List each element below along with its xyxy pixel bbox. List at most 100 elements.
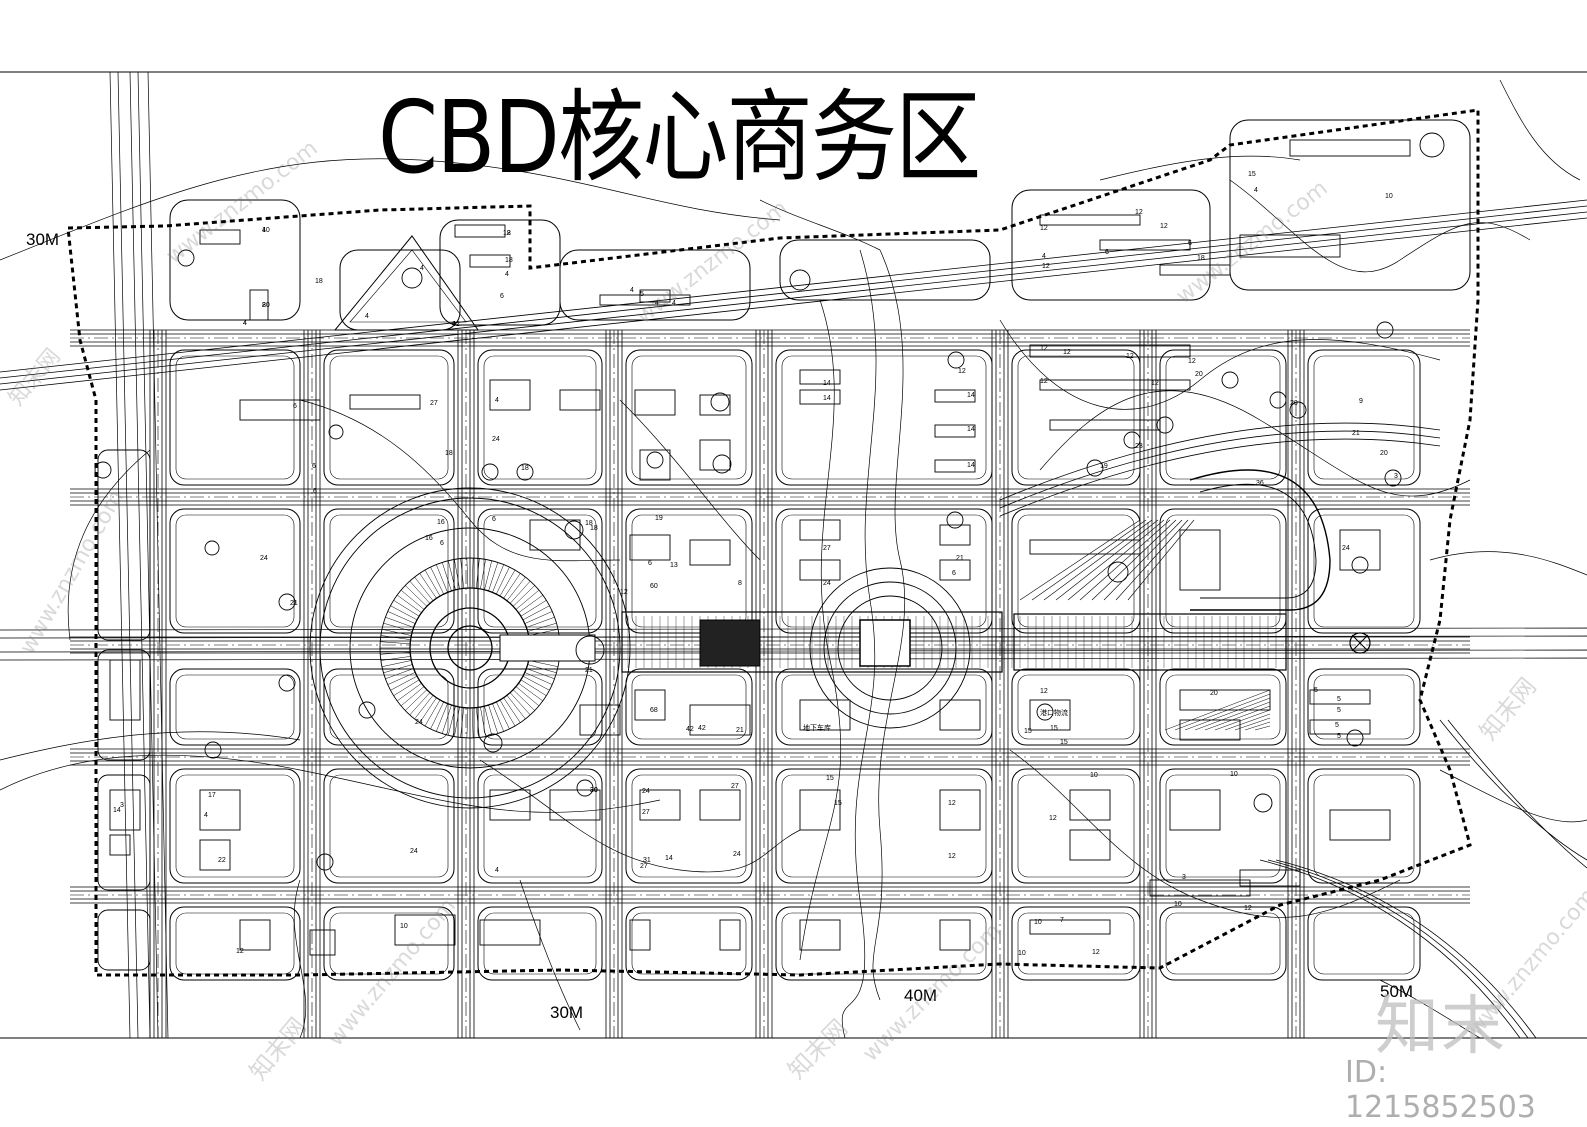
diagonal-hatch bbox=[1067, 519, 1165, 601]
plaza-hatch bbox=[383, 622, 413, 632]
tower-circle bbox=[481, 463, 499, 481]
contour-line bbox=[0, 754, 661, 813]
building-footprint bbox=[469, 254, 511, 268]
tower-circle bbox=[278, 674, 296, 692]
plot-number: 10 bbox=[1034, 919, 1042, 926]
plot-number: 24 bbox=[260, 555, 268, 562]
plot-number: 14 bbox=[113, 807, 121, 814]
plaza-hatch bbox=[393, 600, 420, 617]
block-setback bbox=[329, 514, 449, 628]
city-block bbox=[169, 349, 301, 486]
tower-circle bbox=[1289, 401, 1307, 419]
plaza-hatch bbox=[383, 664, 413, 674]
plot-number: 5 bbox=[1335, 722, 1339, 729]
block-setback bbox=[781, 674, 987, 740]
plot-number: 6 bbox=[952, 570, 956, 577]
building-footprint bbox=[799, 389, 841, 405]
plot-number: 24 bbox=[1342, 545, 1350, 552]
plaza-hatch bbox=[414, 576, 434, 601]
plaza-hatch bbox=[460, 558, 464, 589]
plot-number: 18 bbox=[503, 230, 511, 237]
city-block-north bbox=[169, 199, 301, 321]
axis-dark-block bbox=[699, 619, 761, 667]
arterial-road-edge bbox=[129, 71, 151, 1039]
diagonal-hatch bbox=[1043, 519, 1153, 601]
block-setback bbox=[1165, 514, 1281, 628]
central-plaza-ring bbox=[447, 625, 493, 671]
plaza-hatch bbox=[380, 656, 411, 661]
plot-number: 12 bbox=[948, 853, 956, 860]
plot-number: 12 bbox=[236, 948, 244, 955]
city-block bbox=[1159, 668, 1287, 746]
plot-number: 15 bbox=[1050, 725, 1058, 732]
building-footprint bbox=[939, 789, 981, 831]
axis-road-edge bbox=[0, 627, 1587, 631]
plaza-hatch bbox=[488, 562, 499, 592]
plot-number: 4 bbox=[630, 287, 634, 294]
plot-number: 24 bbox=[415, 719, 423, 726]
plot-number: 12 bbox=[1160, 223, 1168, 230]
block-setback bbox=[329, 912, 449, 975]
contour-line bbox=[999, 319, 1441, 410]
building-footprint bbox=[454, 224, 506, 238]
plot-number: 20 bbox=[262, 302, 270, 309]
city-block bbox=[477, 508, 603, 634]
building-footprint bbox=[939, 699, 981, 731]
building-footprint bbox=[1029, 699, 1071, 731]
building-footprint bbox=[1159, 264, 1231, 276]
plaza-hatch bbox=[466, 558, 469, 589]
plot-number: 9 bbox=[1359, 398, 1363, 405]
building-footprint bbox=[699, 789, 741, 821]
plaza-hatch bbox=[430, 566, 444, 595]
block-setback bbox=[175, 514, 295, 628]
plot-number: 15 bbox=[826, 775, 834, 782]
block-setback bbox=[329, 774, 449, 878]
plot-number: 12 bbox=[1049, 815, 1057, 822]
plot-number: 12 bbox=[1040, 688, 1048, 695]
city-block bbox=[477, 768, 603, 884]
plot-number: 27 bbox=[430, 400, 438, 407]
axis-center-building bbox=[859, 619, 911, 667]
building-footprint bbox=[579, 704, 621, 736]
plot-number: 14 bbox=[967, 392, 975, 399]
city-block bbox=[1159, 768, 1287, 884]
block-setback bbox=[1165, 774, 1281, 878]
contour-line bbox=[759, 199, 881, 251]
tower-circle bbox=[401, 267, 423, 289]
plot-number: 4 bbox=[420, 265, 424, 272]
tower-circle bbox=[1107, 561, 1129, 583]
plot-number: 6 bbox=[293, 403, 297, 410]
plot-number: 27 bbox=[823, 545, 831, 552]
city-block bbox=[625, 906, 753, 981]
plot-number: 6 bbox=[1188, 240, 1192, 247]
plaza-hatch bbox=[480, 707, 486, 737]
plaza-hatch bbox=[385, 668, 414, 680]
central-plaza-ring bbox=[319, 497, 621, 799]
block-setback bbox=[1017, 355, 1135, 480]
plaza-hatch bbox=[381, 660, 412, 667]
road-width-label-30m-top: 30M bbox=[26, 230, 60, 249]
contour-line bbox=[1099, 155, 1301, 181]
plaza-hatch bbox=[520, 679, 547, 696]
diagonal-hatch bbox=[1019, 519, 1141, 601]
plaza-hatch bbox=[397, 683, 422, 702]
plot-number: 27 bbox=[642, 809, 650, 816]
building-footprint bbox=[629, 534, 671, 561]
city-block bbox=[625, 349, 753, 486]
building-footprint bbox=[1179, 689, 1271, 711]
block-setback bbox=[781, 912, 987, 975]
tower-circle bbox=[204, 540, 220, 556]
city-block bbox=[1307, 349, 1421, 486]
tower-circle bbox=[1253, 793, 1273, 813]
plot-number: 4 bbox=[365, 313, 369, 320]
building-footprint bbox=[634, 689, 666, 721]
city-block bbox=[323, 668, 455, 746]
plaza-hatch bbox=[471, 558, 474, 589]
plot-number: 16 bbox=[425, 535, 433, 542]
plot-number: 6 bbox=[648, 560, 652, 567]
plot-number: 30 bbox=[590, 787, 598, 794]
building-footprint bbox=[199, 839, 231, 871]
building-footprint bbox=[1069, 789, 1111, 821]
diagonal-hatch bbox=[1234, 717, 1271, 731]
